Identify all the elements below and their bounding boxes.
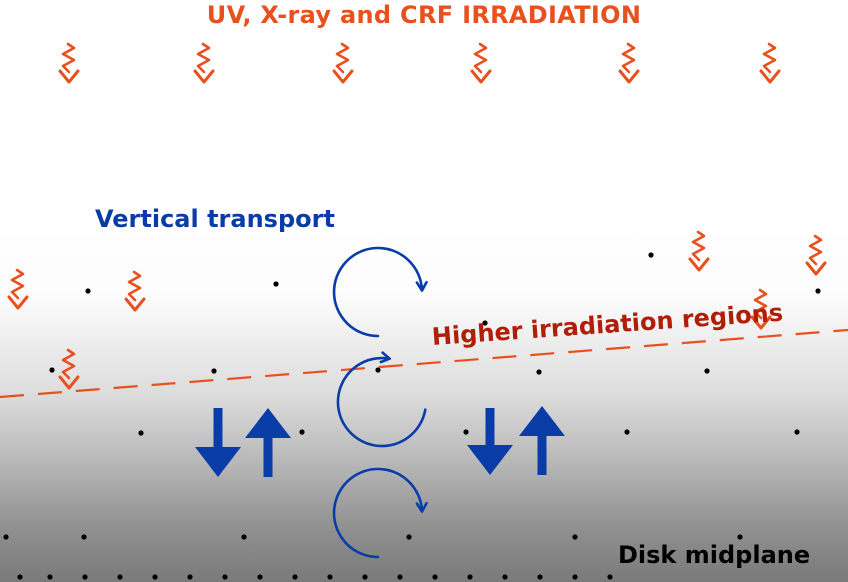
dot-icon bbox=[49, 367, 55, 373]
vertical-transport-label: Vertical transport bbox=[95, 205, 335, 233]
dot-icon bbox=[648, 252, 654, 258]
dot-icon bbox=[187, 574, 193, 580]
circular-arrow-icon bbox=[332, 467, 428, 559]
dot-icon bbox=[463, 429, 469, 435]
dot-icon bbox=[537, 574, 543, 580]
dot-icon bbox=[397, 574, 403, 580]
wavy-down-arrow-icon bbox=[750, 288, 772, 330]
dot-icon bbox=[273, 281, 279, 287]
vertical-transport-arrows bbox=[195, 406, 565, 477]
dot-icon bbox=[467, 574, 473, 580]
dot-icon bbox=[362, 574, 368, 580]
wavy-down-arrow-icon bbox=[58, 42, 80, 84]
up-arrow-icon bbox=[519, 406, 565, 475]
disk-irradiation-arrows bbox=[7, 230, 827, 390]
dot-icon bbox=[211, 368, 217, 374]
dot-icon bbox=[624, 429, 630, 435]
wavy-down-arrow-icon bbox=[193, 42, 215, 84]
dot-icon bbox=[327, 574, 333, 580]
dot-icon bbox=[292, 574, 298, 580]
wavy-down-arrow-icon bbox=[58, 348, 80, 390]
dot-icon bbox=[17, 574, 23, 580]
dot-icon bbox=[222, 574, 228, 580]
up-arrow-icon bbox=[245, 408, 291, 477]
dot-icon bbox=[299, 429, 305, 435]
dot-icon bbox=[406, 534, 412, 540]
dot-icon bbox=[81, 534, 87, 540]
dot-icon bbox=[572, 574, 578, 580]
circular-transport-arrows bbox=[332, 246, 428, 559]
dot-icon bbox=[607, 574, 613, 580]
wavy-down-arrow-icon bbox=[759, 42, 781, 84]
dot-icon bbox=[3, 534, 9, 540]
dot-icon bbox=[138, 430, 144, 436]
wavy-down-arrow-icon bbox=[124, 270, 146, 312]
top-irradiation-arrows bbox=[58, 42, 781, 84]
dot-icon bbox=[815, 288, 821, 294]
wavy-down-arrow-icon bbox=[470, 42, 492, 84]
dot-icon bbox=[82, 574, 88, 580]
dot-icon bbox=[47, 574, 53, 580]
dot-icon bbox=[572, 534, 578, 540]
dot-icon bbox=[704, 368, 710, 374]
dot-icon bbox=[737, 534, 743, 540]
irradiation-title: UV, X-ray and CRF IRRADIATION bbox=[206, 1, 642, 29]
wavy-down-arrow-icon bbox=[618, 42, 640, 84]
dot-icon bbox=[117, 574, 123, 580]
disk-midplane-label: Disk midplane bbox=[618, 541, 811, 569]
dot-icon bbox=[432, 574, 438, 580]
dot-icon bbox=[257, 574, 263, 580]
dot-icon bbox=[241, 534, 247, 540]
circular-arrow-icon bbox=[336, 351, 427, 448]
dot-icon bbox=[375, 367, 381, 373]
dot-icon bbox=[794, 429, 800, 435]
wavy-down-arrow-icon bbox=[332, 42, 354, 84]
down-arrow-icon bbox=[467, 408, 513, 475]
particle-dots bbox=[3, 252, 821, 580]
irradiation-boundary-line bbox=[0, 328, 848, 399]
dot-icon bbox=[536, 369, 542, 375]
dot-icon bbox=[482, 320, 488, 326]
wavy-down-arrow-icon bbox=[688, 230, 710, 272]
dot-icon bbox=[152, 574, 158, 580]
circular-arrow-icon bbox=[332, 246, 428, 338]
dot-icon bbox=[502, 574, 508, 580]
down-arrow-icon bbox=[195, 408, 241, 477]
wavy-down-arrow-icon bbox=[7, 268, 29, 310]
wavy-down-arrow-icon bbox=[805, 234, 827, 276]
dot-icon bbox=[85, 288, 91, 294]
